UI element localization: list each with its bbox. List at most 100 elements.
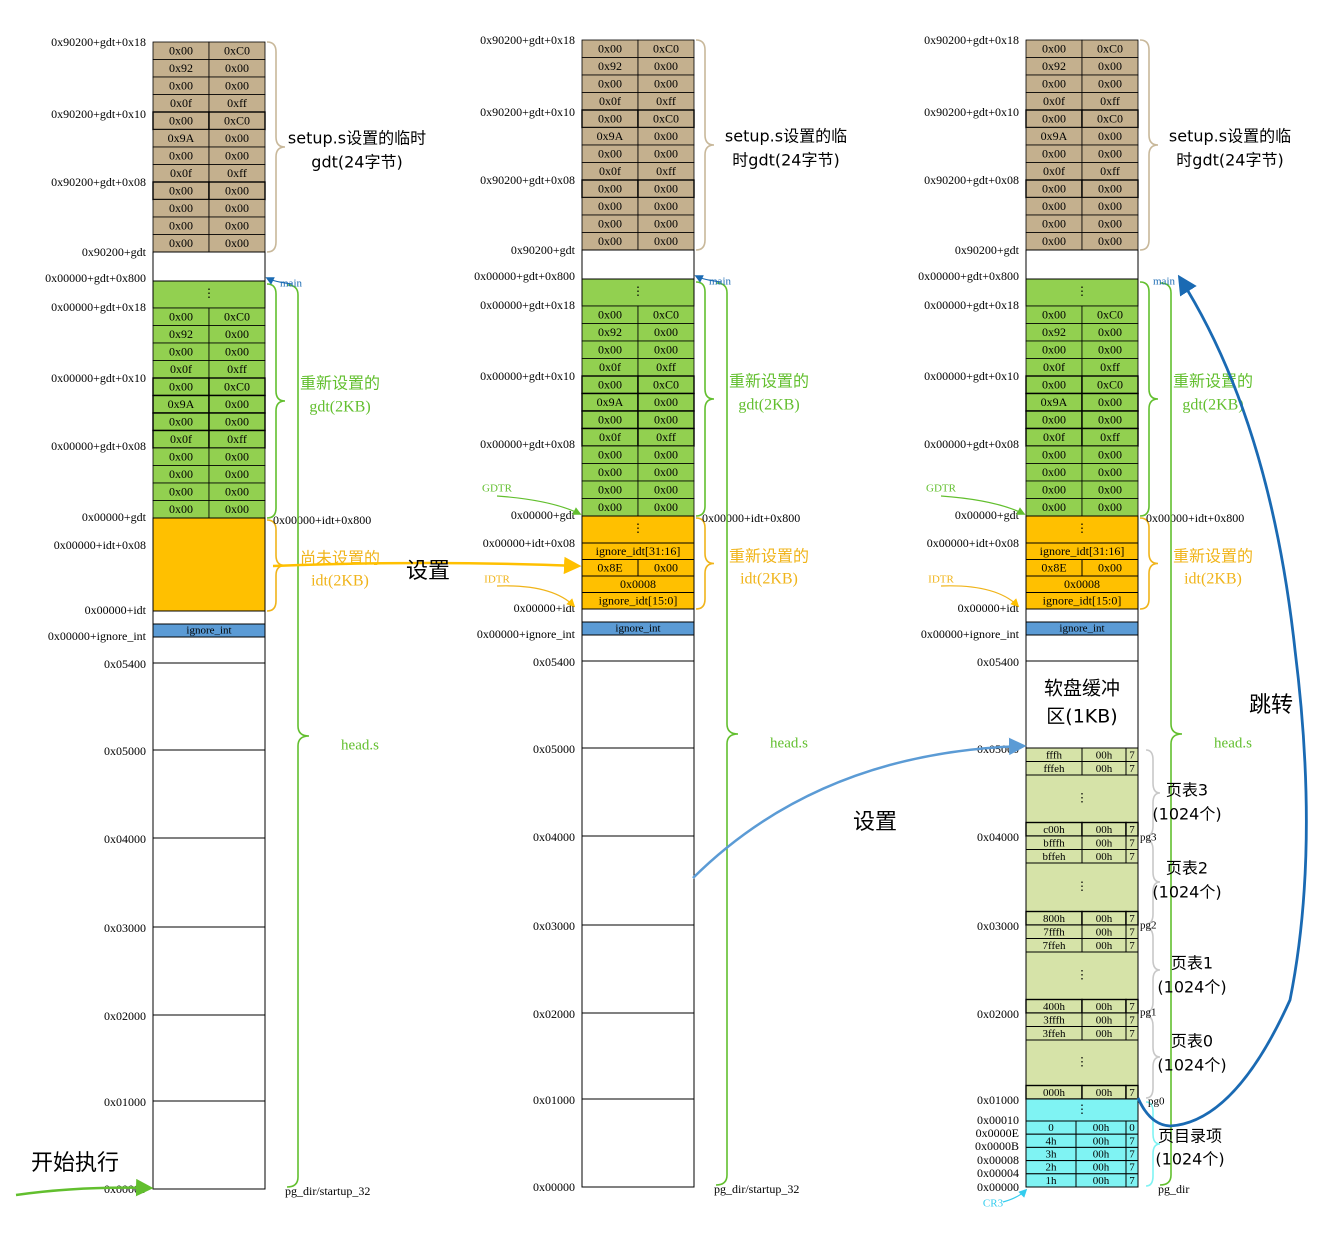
idt-value: 0x0008 bbox=[1064, 577, 1100, 591]
new-gdt-value: 0x00 bbox=[1098, 448, 1122, 462]
pg-dir-label: pg_dir/startup_32 bbox=[285, 1184, 370, 1198]
pg-dir-label: pg_dir bbox=[1158, 1182, 1189, 1196]
new-gdt-value: 0x00 bbox=[598, 378, 622, 392]
pde-value: 00h bbox=[1093, 1175, 1110, 1187]
pte-flag: 7 bbox=[1129, 837, 1135, 849]
pde-flag: 7 bbox=[1129, 1175, 1135, 1187]
temp-gdt-value: 0x0f bbox=[1043, 164, 1065, 178]
address-label: 0x05000 bbox=[104, 744, 146, 758]
pte-value: 00h bbox=[1096, 913, 1113, 925]
ignore-int-label: ignore_int bbox=[186, 625, 231, 637]
new-gdt-value: 0x00 bbox=[169, 467, 193, 481]
temp-gdt-label: setup.s设置的临时 bbox=[288, 129, 426, 148]
pde-index: 2h bbox=[1046, 1162, 1058, 1174]
address-label: 0x90200+gdt bbox=[955, 243, 1020, 257]
idt-label: idt(2KB) bbox=[1184, 571, 1242, 588]
address-label: 0x00000+gdt+0x18 bbox=[924, 298, 1019, 312]
idt-dots-row bbox=[1025, 515, 1139, 544]
new-gdt-value: 0xC0 bbox=[653, 308, 679, 322]
pte-index: bfffh bbox=[1043, 837, 1065, 849]
new-gdt-value: 0x9A bbox=[597, 395, 624, 409]
pde-value: 00h bbox=[1093, 1135, 1110, 1147]
idt-value: 0x0008 bbox=[620, 577, 656, 591]
pte-index: 400h bbox=[1043, 1001, 1066, 1013]
temp-gdt-value: 0xff bbox=[1100, 94, 1120, 108]
pte-value: 00h bbox=[1096, 763, 1113, 775]
address-label: 0x00000+idt bbox=[958, 601, 1020, 615]
address-label: 0x0000B bbox=[975, 1139, 1019, 1153]
temp-gdt-value: 0x9A bbox=[597, 129, 624, 143]
pde-index: 0 bbox=[1048, 1122, 1054, 1134]
new-gdt-value: 0x92 bbox=[1042, 325, 1066, 339]
pde-flag: 7 bbox=[1129, 1135, 1135, 1147]
temp-gdt-value: 0x00 bbox=[169, 149, 193, 163]
pte-index: 3fffh bbox=[1043, 1014, 1065, 1026]
address-label: 0x90200+gdt bbox=[82, 245, 147, 259]
new-gdt-value: 0x00 bbox=[1042, 500, 1066, 514]
temp-gdt-value: 0x00 bbox=[598, 42, 622, 56]
address-label: 0x00000+gdt+0x10 bbox=[480, 369, 575, 383]
temp-gdt-value: 0x00 bbox=[654, 129, 678, 143]
page-table-dots-row bbox=[1025, 1039, 1139, 1086]
new-gdt-value: 0x00 bbox=[169, 345, 193, 359]
idt-label: 重新设置的 bbox=[729, 547, 809, 566]
ignore-int-label: ignore_int bbox=[1059, 623, 1104, 635]
memory-page-block bbox=[152, 749, 266, 839]
temp-gdt-label: setup.s设置的临 bbox=[725, 127, 847, 146]
address-label: 0x00000+gdt+0x10 bbox=[924, 369, 1019, 383]
temp-gdt-value: 0x00 bbox=[654, 234, 678, 248]
temp-gdt-value: 0xC0 bbox=[653, 112, 679, 126]
address-label: 0x00000+gdt+0x800 bbox=[918, 269, 1019, 283]
temp-gdt-value: 0x00 bbox=[225, 61, 249, 75]
temp-gdt-value: 0x0f bbox=[170, 96, 192, 110]
address-label: 0x00000+gdt bbox=[955, 508, 1020, 522]
new-gdt-value: 0x00 bbox=[598, 308, 622, 322]
address-label: 0x02000 bbox=[533, 1007, 575, 1021]
set-page-tables-label: 设置 bbox=[853, 810, 897, 835]
temp-gdt-value: 0x00 bbox=[598, 217, 622, 231]
temp-gdt-value: 0x0f bbox=[599, 164, 621, 178]
address-label: 0x90200+gdt+0x18 bbox=[51, 35, 146, 49]
pte-value: 00h bbox=[1096, 1087, 1113, 1099]
temp-gdt-value: 0x92 bbox=[169, 61, 193, 75]
gap-block bbox=[581, 249, 695, 280]
address-label: 0x90200+gdt+0x10 bbox=[480, 105, 575, 119]
pte-value: 00h bbox=[1096, 824, 1113, 836]
gap-block bbox=[1025, 249, 1139, 280]
idtr-arrow bbox=[496, 585, 576, 608]
head-s-label: head.s bbox=[341, 737, 379, 753]
temp-gdt-value: 0x00 bbox=[169, 236, 193, 250]
head-s-brace bbox=[715, 282, 739, 1186]
idt-end-address: 0x00000+idt+0x800 bbox=[702, 511, 800, 525]
pte-flag: 7 bbox=[1129, 824, 1135, 836]
new-gdt-dots-row bbox=[1025, 278, 1139, 307]
temp-gdt-value: 0x00 bbox=[654, 182, 678, 196]
temp-gdt-value: 0x92 bbox=[598, 59, 622, 73]
jump-to-main-arrow bbox=[1136, 274, 1308, 1128]
address-label: 0x02000 bbox=[977, 1007, 1019, 1021]
page-table-dots-row bbox=[1025, 774, 1139, 823]
floppy-buffer-block bbox=[1025, 660, 1139, 749]
temp-gdt-value: 0x00 bbox=[1042, 42, 1066, 56]
temp-gdt-value: 0x00 bbox=[1042, 147, 1066, 161]
new-gdt-value: 0x00 bbox=[1042, 343, 1066, 357]
gdtr-arrow bbox=[496, 495, 582, 515]
idt-label: idt(2KB) bbox=[311, 573, 369, 590]
dots-glyph: ⋮ bbox=[632, 284, 644, 298]
dots-glyph: ⋮ bbox=[1076, 968, 1088, 982]
page-dir-label: (1024个) bbox=[1155, 1150, 1224, 1169]
pg-marker: pg0 bbox=[1148, 1096, 1165, 1108]
temp-gdt-value: 0x00 bbox=[225, 79, 249, 93]
temp-gdt-value: 0x00 bbox=[1042, 217, 1066, 231]
memory-page-block bbox=[152, 837, 266, 928]
head-s-brace bbox=[286, 284, 310, 1188]
idt-end-address: 0x00000+idt+0x800 bbox=[273, 513, 371, 527]
temp-gdt-value: 0x0f bbox=[599, 94, 621, 108]
pte-index: 800h bbox=[1043, 913, 1066, 925]
new-gdt-value: 0x00 bbox=[169, 485, 193, 499]
temp-gdt-value: 0x00 bbox=[1098, 59, 1122, 73]
new-gdt-value: 0x00 bbox=[654, 448, 678, 462]
address-label: 0x04000 bbox=[977, 830, 1019, 844]
new-gdt-value: 0x00 bbox=[225, 327, 249, 341]
temp-gdt-label: gdt(24字节) bbox=[311, 153, 402, 172]
